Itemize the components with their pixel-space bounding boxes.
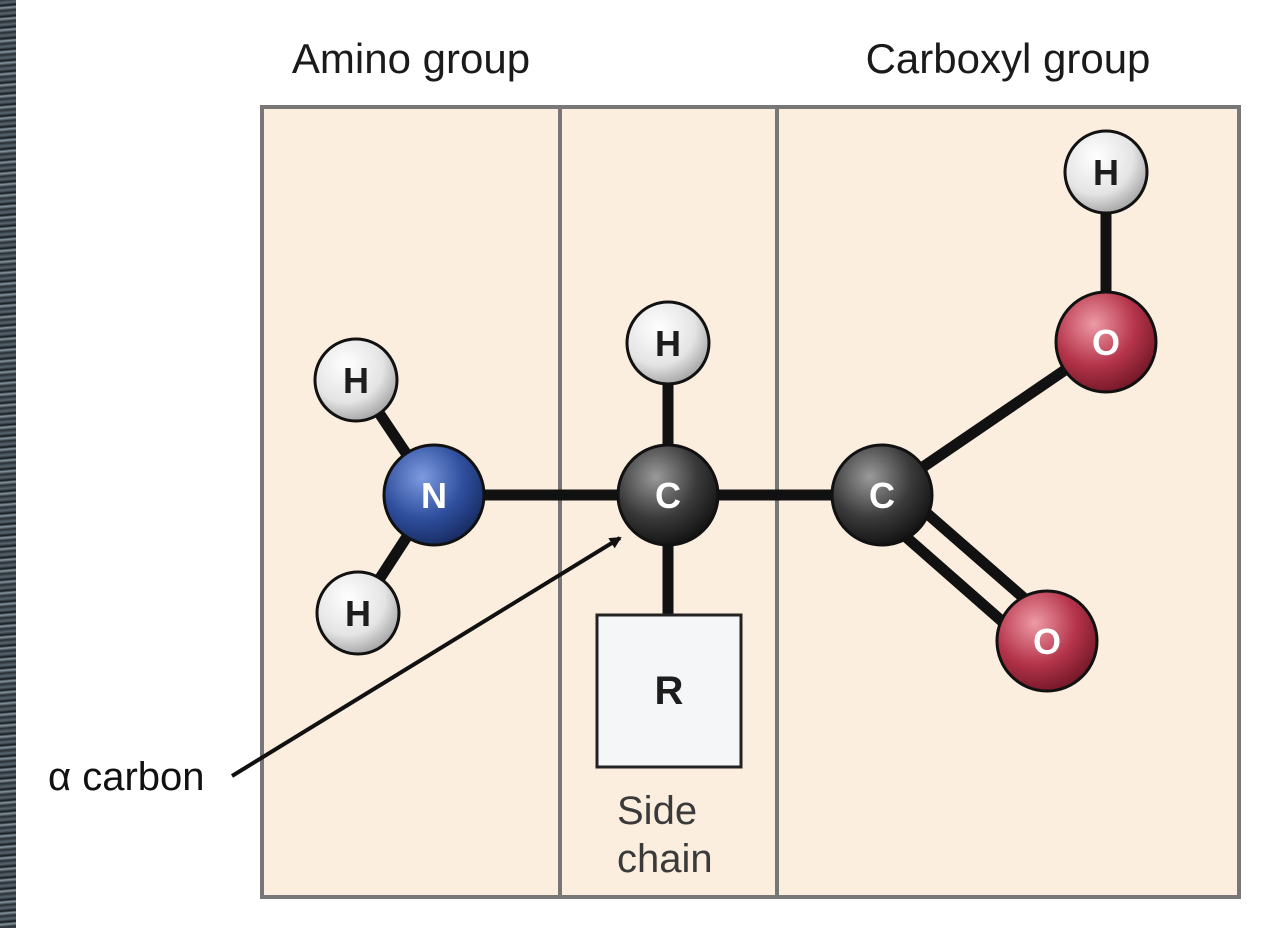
atom-label: C	[655, 475, 681, 516]
atom-hydrogen-amino-top: H	[313, 337, 399, 423]
atom-carbon-alpha: C	[616, 443, 720, 547]
atom-sphere	[830, 443, 934, 547]
atom-label: C	[869, 475, 895, 516]
atom-sphere	[313, 337, 399, 423]
atom-hydrogen-amino-bottom: H	[315, 570, 401, 656]
alpha-carbon-arrow	[230, 536, 622, 778]
atom-sphere	[616, 443, 720, 547]
atom-sphere	[625, 300, 711, 386]
atom-label: H	[343, 360, 369, 401]
atom-nitrogen: N	[382, 443, 486, 547]
side-chain-caption-line1: Side	[617, 789, 697, 833]
atom-label: O	[1092, 322, 1120, 363]
atom-oxygen-hydroxyl: O	[1054, 290, 1158, 394]
carboxyl-group-heading: Carboxyl group	[866, 35, 1151, 82]
side-chain-caption-line2: chain	[617, 837, 713, 881]
side-chain-r-label: R	[655, 669, 684, 713]
atom-label: O	[1033, 621, 1061, 662]
side-chain-r-box	[595, 613, 743, 769]
amino-group-heading: Amino group	[292, 35, 530, 82]
atom-sphere	[315, 570, 401, 656]
atom-sphere	[995, 589, 1099, 693]
atom-hydrogen-hydroxyl: H	[1063, 129, 1149, 215]
atom-label: N	[421, 475, 447, 516]
edge-photo-strip	[0, 0, 16, 928]
atom-sphere	[1054, 290, 1158, 394]
atom-sphere	[382, 443, 486, 547]
atom-label: H	[655, 323, 681, 364]
atom-hydrogen-alpha: H	[625, 300, 711, 386]
atom-oxygen-carbonyl: O	[995, 589, 1099, 693]
atom-label: H	[1093, 152, 1119, 193]
atom-sphere	[1063, 129, 1149, 215]
alpha-carbon-label: α carbon	[48, 755, 205, 799]
atom-carbon-carboxyl: C	[830, 443, 934, 547]
atom-label: H	[345, 593, 371, 634]
